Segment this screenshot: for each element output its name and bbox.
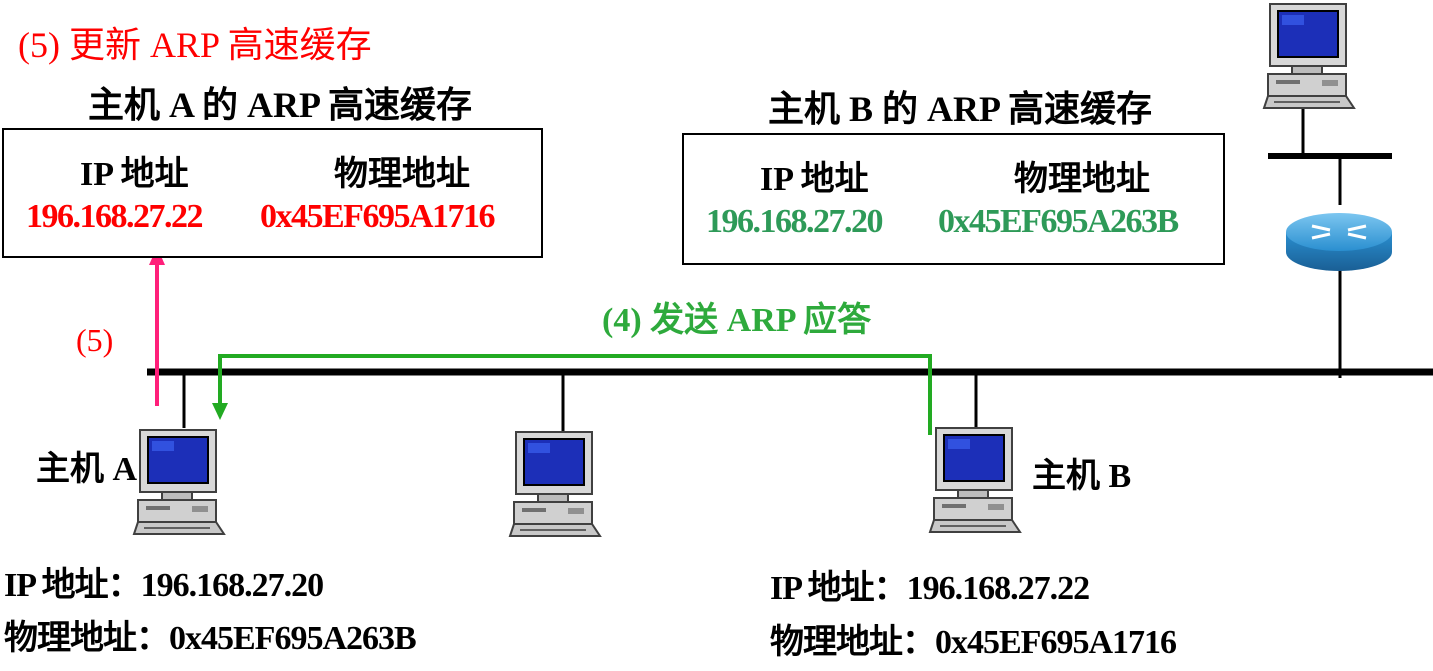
cache-b-title: 主机 B 的 ARP 高速缓存 <box>768 89 1153 129</box>
arp-reply-path <box>218 354 932 435</box>
host-a-computer-icon <box>133 429 225 535</box>
host-b-label: 主机 B <box>1032 458 1132 495</box>
cache-b-ip-value: 196.168.27.20 <box>706 203 884 240</box>
cache-b-ip-header: IP 地址 <box>760 161 869 198</box>
host-a-label: 主机 A <box>36 451 138 488</box>
cache-b-table: IP 地址 物理地址 196.168.27.20 0x45EF695A263B <box>682 133 1225 265</box>
cache-a-mac-header: 物理地址 <box>334 156 470 193</box>
host-a-mac-line: 物理地址：0x45EF695A263B <box>4 620 417 657</box>
cache-a-table: IP 地址 物理地址 196.168.27.22 0x45EF695A1716 <box>2 128 543 258</box>
host-b-mac-line: 物理地址：0x45EF695A1716 <box>770 624 1177 661</box>
arp-reply-arrowhead <box>212 403 228 420</box>
host-b-ip-line: IP 地址：196.168.27.22 <box>770 570 1090 607</box>
cache-a-title: 主机 A 的 ARP 高速缓存 <box>88 85 473 125</box>
middle-host-computer-icon <box>509 431 601 537</box>
cache-a-ip-value: 196.168.27.22 <box>26 198 204 235</box>
step5-title: (5) 更新 ARP 高速缓存 <box>18 25 372 65</box>
top-host-computer-icon <box>1263 3 1355 109</box>
host-a-ip-line: IP 地址：196.168.27.20 <box>4 567 324 604</box>
router-icon <box>1286 213 1392 271</box>
cache-a-ip-header: IP 地址 <box>80 156 189 193</box>
step5-label: (5) <box>76 322 114 358</box>
cache-b-mac-header: 物理地址 <box>1014 161 1150 198</box>
host-b-computer-icon <box>929 427 1021 533</box>
step4-label: (4) 发送 ARP 应答 <box>602 302 872 339</box>
cache-b-mac-value: 0x45EF695A263B <box>938 203 1179 240</box>
cache-a-mac-value: 0x45EF695A1716 <box>260 198 496 235</box>
